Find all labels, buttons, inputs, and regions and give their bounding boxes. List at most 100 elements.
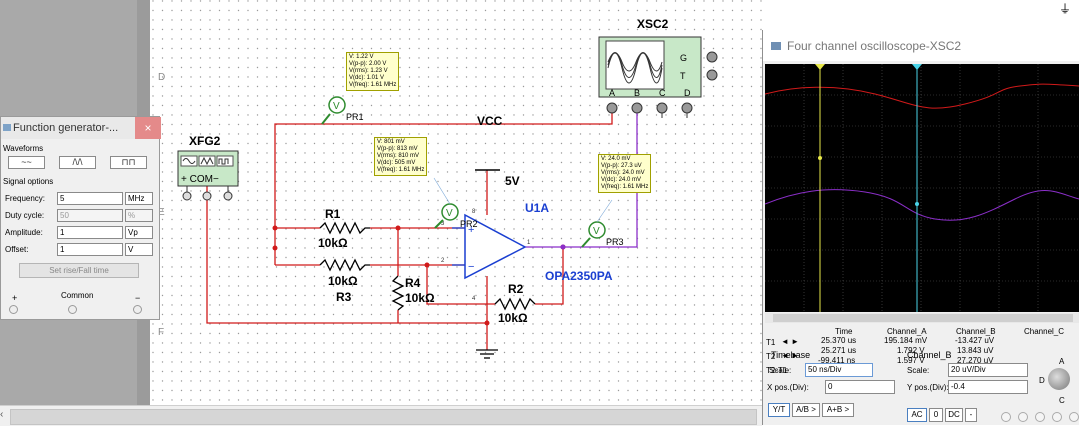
ypos-input[interactable]: -0.4 [948,380,1028,394]
amplitude-label: Amplitude: [5,228,43,237]
red-wires[interactable] [206,108,613,350]
xfg-terminals: + COM− [181,174,219,185]
pr2-label: PR2 [460,219,478,229]
square-icon: ⊓⊓ [121,157,136,167]
radio-3[interactable] [1035,412,1045,422]
ground-toolbar-icon[interactable]: ⏚ [1058,2,1071,16]
opamp-minus: − [468,261,474,273]
r3-value: 10kΩ [328,274,358,288]
channel-label: Channel_B [907,350,952,360]
a-plus-b-button[interactable]: A+B > [822,403,854,417]
resistor-zigzags[interactable] [319,221,536,311]
t1-channel-b: -13.427 uV [955,336,995,345]
probe-pr1-v: V [333,101,340,112]
close-button[interactable]: × [135,117,161,139]
ground-symbol [476,349,498,359]
ab-button[interactable]: A/B > [792,403,820,417]
offset-label: Offset: [5,245,29,254]
xpos-input[interactable]: 0 [825,380,895,394]
yt-button[interactable]: Y/T [768,403,790,417]
zero-button[interactable]: 0 [929,408,943,422]
t2-arrows[interactable]: ◄ ► [781,351,800,360]
channel-scale-label: Scale: [907,366,930,375]
waveforms-label: Waveforms [3,144,44,153]
canvas-horizontal-scrollbar[interactable]: ‹ [0,405,762,426]
probe-pr2-v: V [446,208,453,219]
square-wave-button[interactable]: ⊓⊓ [110,156,147,169]
timebase-scale-input[interactable]: 50 ns/Div [805,363,873,377]
ypos-label: Y pos.(Div): [907,383,949,392]
scroll-left-icon[interactable]: ‹ [0,409,4,420]
trace-channel-b [764,189,1079,221]
col-channel-b: Channel_B [956,327,996,336]
oscilloscope-instrument[interactable] [598,36,718,114]
function-generator-instrument[interactable] [177,150,239,201]
sine-wave-button[interactable]: ~~ [8,156,45,169]
timebase-scale-label: Scale: [769,366,792,375]
window-icon [771,42,781,50]
probe-pr3-v: V [593,226,600,237]
plus-terminal-label: + [12,293,18,303]
offset-unit-select[interactable]: V [125,243,153,256]
radio-5[interactable] [1069,412,1079,422]
col-time: Time [835,327,853,336]
t1-channel-a: 195.184 mV [884,336,928,345]
sheet-label-d: D [158,72,165,83]
osc-titlebar[interactable]: Four channel oscilloscope-XSC2 [763,30,1079,61]
t2-time: 25.271 us [821,346,857,355]
xsc-t: T [680,71,686,81]
xfg-label: XFG2 [189,134,221,148]
oscilloscope-window: Four channel oscilloscope-XSC2 T1 [762,30,1079,425]
r1-value: 10kΩ [318,236,348,250]
xsc-d: D [684,88,691,98]
triangle-wave-button[interactable]: /\/\ [59,156,96,169]
t2-label: T2 [766,352,776,361]
scrollbar-thumb[interactable] [10,409,757,425]
plus-terminal-radio[interactable] [9,305,18,314]
fg-title: Function generator-... [13,122,119,134]
probe-pr1[interactable]: V [321,96,346,125]
ac-button[interactable]: AC [907,408,927,422]
trace-channel-a [764,83,1079,109]
duty-cycle-input[interactable]: 50 [57,209,123,222]
xsc-g: G [680,53,687,63]
channel-scale-input[interactable]: 20 uV/Div [948,363,1028,377]
t1-arrows[interactable]: ◄ ► [781,337,800,346]
t2t1-label: T2-T1 [766,366,788,375]
duty-cycle-unit: % [125,209,153,222]
osc-scrollbar[interactable] [765,313,1079,323]
radio-1[interactable] [1001,412,1011,422]
opamp-plus: + [468,224,474,236]
dt-time: -99.411 ns [818,356,856,365]
frequency-unit-select[interactable]: MHz [125,192,153,205]
channel-knob[interactable] [1048,368,1070,390]
offset-input[interactable]: 1 [57,243,123,256]
r4-label: R4 [405,276,421,290]
set-rise-fall-button[interactable]: Set rise/Fall time [19,263,139,278]
osc-title: Four channel oscilloscope-XSC2 [787,39,962,53]
pin-4: 4 [472,296,476,302]
osc-screen[interactable] [764,64,1079,312]
col-channel-a: Channel_A [887,327,927,336]
opamp-symbol[interactable] [452,213,527,280]
knob-a-label: A [1059,357,1065,366]
common-terminal-radio[interactable] [68,305,77,314]
fg-titlebar[interactable]: Function generator-... [1,117,159,139]
triangle-icon: /\/\ [72,157,83,167]
sheet-label-e: E [158,207,165,218]
minus-button[interactable]: - [965,408,977,422]
t1-label: T1 [766,338,776,347]
dc-button[interactable]: DC [945,408,963,422]
timebase-label: Timebase [771,350,811,360]
pr1-label: PR1 [346,112,364,122]
r2-value: 10kΩ [498,311,528,325]
minus-terminal-radio[interactable] [133,305,142,314]
radio-2[interactable] [1018,412,1028,422]
amplitude-input[interactable]: 1 [57,226,123,239]
frequency-input[interactable]: 5 [57,192,123,205]
radio-4[interactable] [1052,412,1062,422]
vcc-label: VCC [477,114,503,128]
amplitude-unit-select[interactable]: Vp [125,226,153,239]
